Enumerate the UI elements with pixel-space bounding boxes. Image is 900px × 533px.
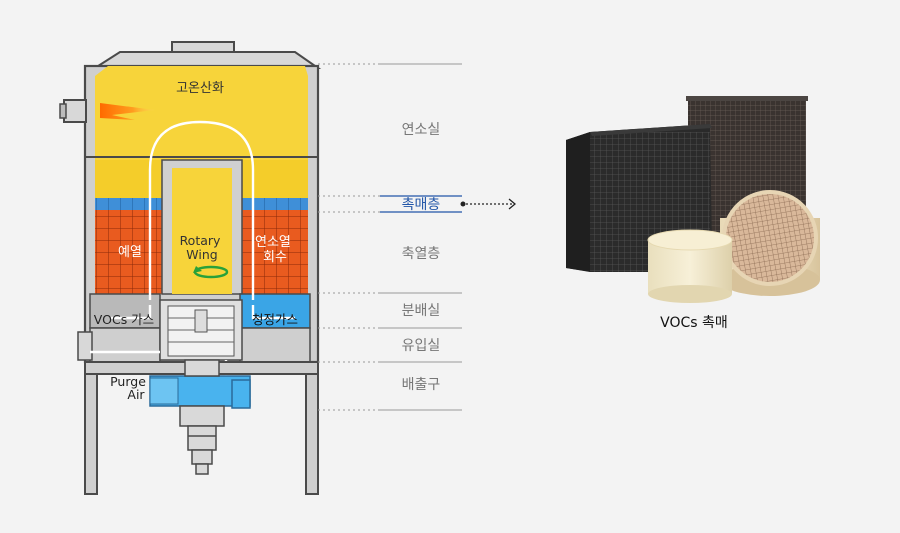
catalyst-cylinder-cream (647, 229, 733, 303)
inlet-pipe (77, 331, 93, 361)
heat-storage-left (95, 210, 165, 294)
label-clean-gas: 청정가스 (252, 312, 298, 327)
heat-storage-right (240, 210, 308, 294)
section-distribution-chamber: 분배실 (402, 303, 441, 319)
catalyst-samples-illustration (566, 96, 820, 303)
label-rotary-wing: Rotary Wing (180, 233, 225, 262)
drive-motor (179, 359, 225, 475)
label-combustion-heat-recovery: 연소열 회수 (255, 235, 295, 265)
label-rotary-line1: Rotary (180, 233, 221, 248)
catalyst-pointer-arrow (460, 198, 517, 210)
label-high-temp-oxidation: 고온산화 (176, 81, 224, 96)
purge-air-housing (149, 375, 251, 409)
catalyst-cylinder-brown (720, 190, 820, 296)
rotation-arrow (193, 265, 229, 279)
label-purge-air: Purge Air (110, 374, 150, 402)
label-preheat: 예열 (118, 245, 142, 260)
catalyst-band-right (240, 198, 308, 210)
section-inlet-chamber: 유입실 (402, 338, 441, 354)
catalyst-band-left (95, 198, 165, 210)
rotary-wing-zone (172, 168, 232, 294)
section-heat-storage-layer: 축열층 (402, 246, 441, 262)
section-catalyst-layer: 촉매층 (402, 197, 441, 213)
label-rotary-line2: Wing (186, 247, 217, 262)
label-voc-gas: VOCs 가스 (94, 312, 154, 327)
section-combustion-chamber: 연소실 (402, 122, 441, 138)
burner (59, 99, 155, 123)
catalyst-caption: VOCs 촉매 (660, 315, 728, 331)
rotary-valve (159, 299, 243, 361)
leader-lines (318, 63, 462, 411)
section-exhaust: 배출구 (402, 377, 441, 393)
